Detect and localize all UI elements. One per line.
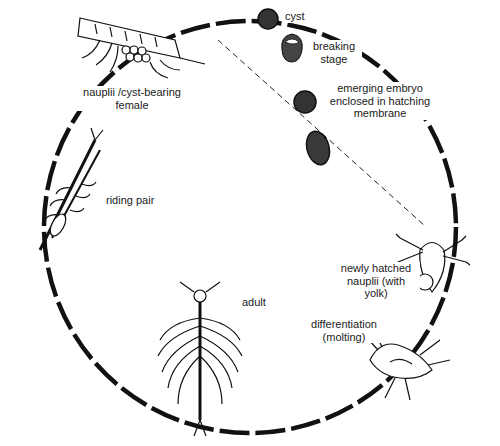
- stage-label: newly hatched nauplii (with yolk): [332, 262, 420, 300]
- riding-pair-drawing: [40, 128, 103, 250]
- stage-label: cyst: [283, 10, 307, 23]
- stage-label: adult: [240, 296, 268, 309]
- stage-label: riding pair: [104, 194, 156, 207]
- stage-label: differentiation (molting): [298, 318, 390, 343]
- cycle-ring: [44, 21, 456, 433]
- stage-label: emerging embryo enclosed in hatching mem…: [322, 82, 438, 120]
- cyst-drawing: [258, 9, 278, 29]
- dashed-guide: [218, 40, 425, 226]
- hatching-membrane-drawing: [303, 129, 333, 168]
- adult-drawing: [158, 282, 242, 436]
- stage-label: nauplii /cyst-bearing female: [70, 86, 194, 111]
- cyst-bearing-female-drawing: [78, 18, 205, 78]
- embryo-drawing: [294, 91, 316, 113]
- stage-label: breaking stage: [306, 40, 362, 65]
- breaking-cyst-drawing: [282, 34, 303, 62]
